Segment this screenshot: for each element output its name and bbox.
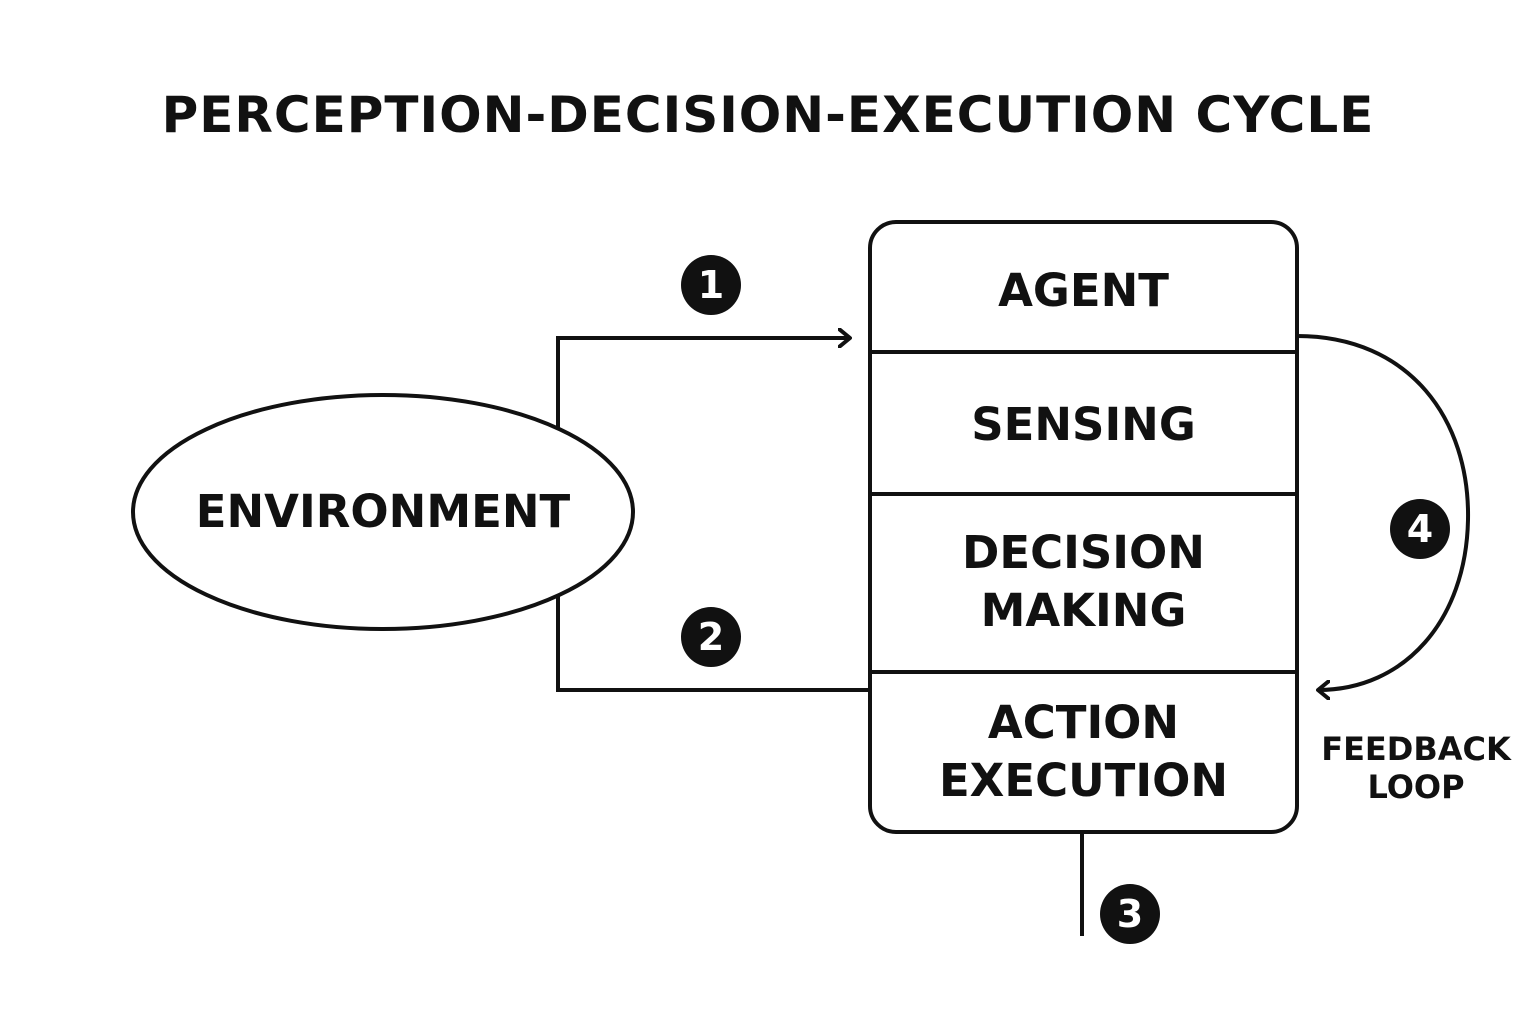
section-action-line-1: ACTION	[987, 696, 1180, 749]
section-agent-label: AGENT	[870, 262, 1297, 320]
feedback-arc	[1296, 334, 1471, 690]
section-sensing-line: SENSING	[971, 398, 1196, 451]
feedback-label-line-1: FEEDBACK	[1321, 730, 1511, 768]
section-agent-line: AGENT	[998, 264, 1169, 317]
section-sensing-label: SENSING	[870, 396, 1297, 454]
page-title: PERCEPTION-DECISION-EXECUTION CYCLE	[161, 86, 1375, 144]
step-badge-1: 1	[681, 255, 741, 315]
step-badge-4: 4	[1390, 499, 1450, 559]
section-decision-line-2: MAKING	[980, 584, 1187, 637]
section-action-label: ACTION EXECUTION	[870, 694, 1297, 810]
step-badge-3: 3	[1100, 884, 1160, 944]
feedback-loop-label: FEEDBACK LOOP	[1316, 730, 1516, 806]
section-action-line-2: EXECUTION	[938, 754, 1229, 807]
feedback-label-line-2: LOOP	[1367, 768, 1465, 806]
perception-arrow	[556, 338, 850, 428]
action-line	[556, 596, 870, 692]
section-decision-line-1: DECISION	[962, 526, 1205, 579]
environment-ellipse	[131, 393, 635, 631]
environment-label: ENVIRONMENT	[195, 485, 571, 538]
section-decision-label: DECISION MAKING	[870, 524, 1297, 640]
step-badge-2: 2	[681, 607, 741, 667]
